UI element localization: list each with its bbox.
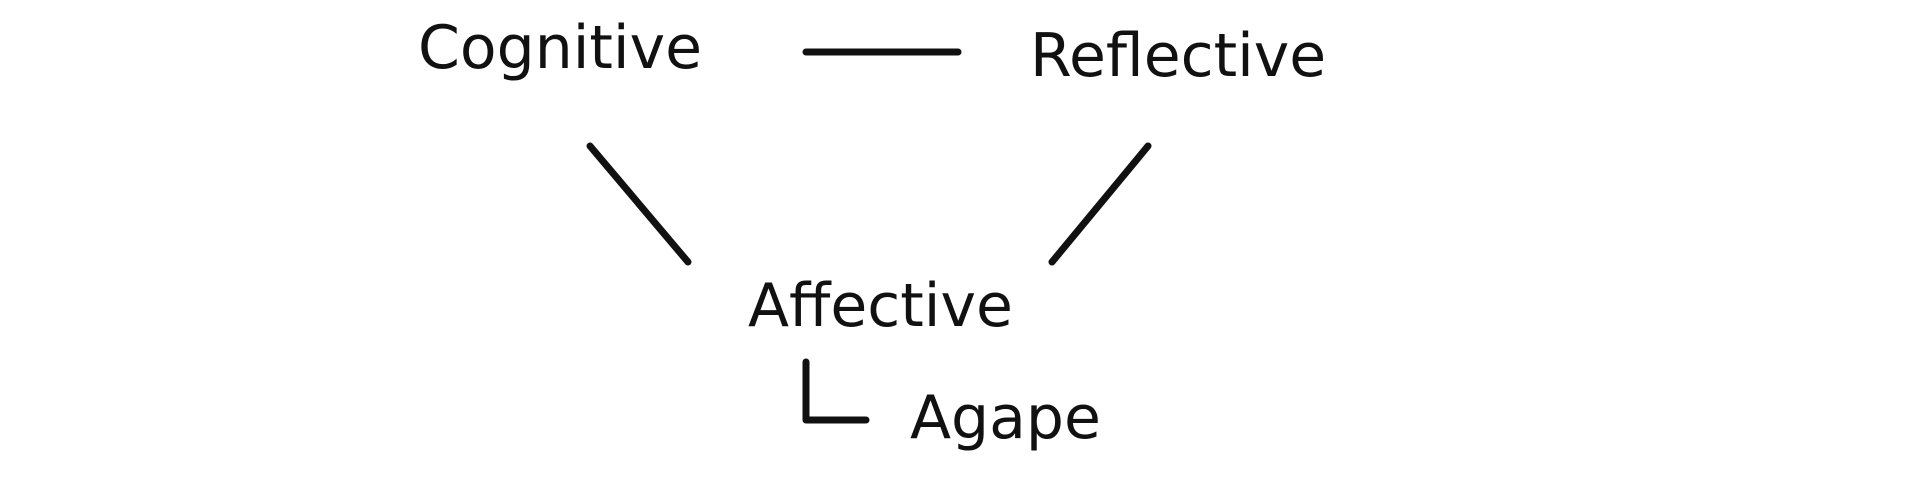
edge-affective-agape <box>802 358 870 424</box>
node-cognitive: Cognitive <box>418 13 703 83</box>
edge-cognitive-affective <box>586 142 692 266</box>
node-affective: Affective <box>748 271 1013 341</box>
edge-reflective-affective <box>1048 142 1152 266</box>
node-agape: Agape <box>910 383 1101 453</box>
node-reflective: Reflective <box>1030 21 1327 91</box>
